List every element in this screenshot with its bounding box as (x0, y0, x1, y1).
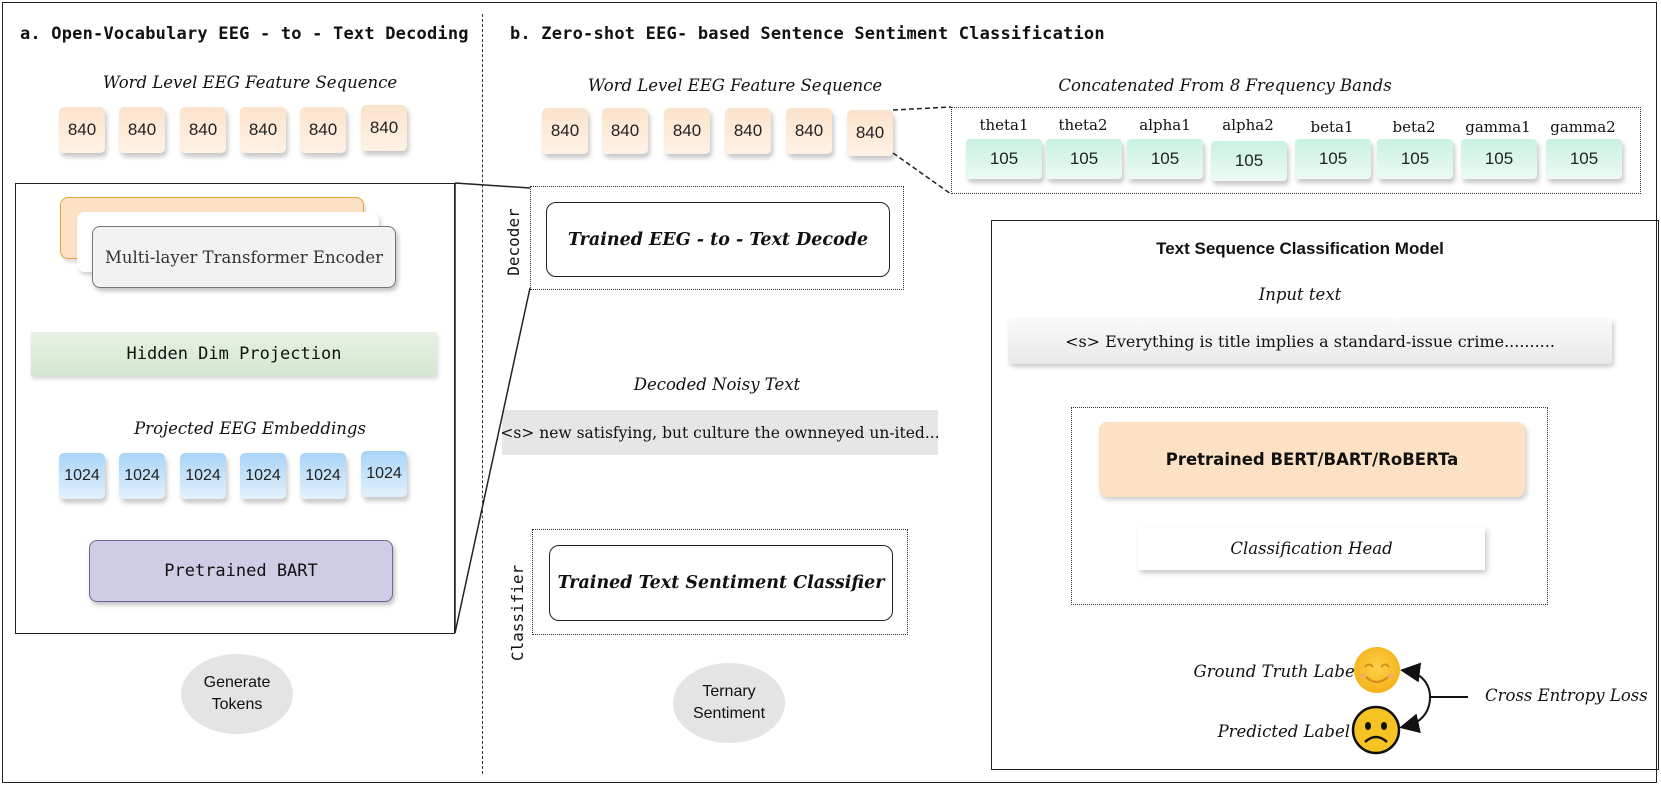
embedding-4: 1024 (240, 453, 286, 499)
band-label-alpha1: alpha1 (1139, 116, 1191, 134)
loss-label: Cross Entropy Loss (1485, 686, 1648, 705)
panel-a-title: a. Open-Vocabulary EEG - to - Text Decod… (20, 24, 469, 44)
input-label: Input text (1258, 285, 1342, 304)
embedding-label: Projected EEG Embeddings (134, 419, 366, 438)
band-alpha2: 105 (1211, 141, 1287, 181)
embedding-6: 1024 (361, 451, 407, 497)
predicted-label: Predicted Label (1217, 722, 1350, 741)
generate-tokens-output: Generate Tokens (181, 654, 293, 734)
panel-divider (482, 14, 483, 774)
panel-b-feature-3: 840 (664, 108, 710, 154)
transformer-encoder: Multi-layer Transformer Encoder (92, 226, 396, 288)
classification-head: Classification Head (1138, 527, 1485, 570)
model-title: Text Sequence Classification Model (1156, 239, 1444, 258)
pretrained-lm: Pretrained BERT/BART/RoBERTa (1099, 422, 1525, 497)
input-text: <s> Everything is title implies a standa… (1008, 318, 1612, 364)
arrow-to-predicted (1399, 696, 1431, 734)
panel-a-feature-2: 840 (119, 107, 165, 153)
panel-a-feature-1: 840 (59, 107, 105, 153)
zoom-line-bottom (454, 287, 531, 634)
panel-a-feature-label: Word Level EEG Feature Sequence (102, 73, 398, 92)
band-label-beta2: beta2 (1392, 118, 1436, 136)
loss-graphic (1351, 647, 1468, 755)
band-gamma1: 105 (1461, 139, 1537, 179)
sad-face-icon (1351, 705, 1401, 755)
panel-a-feature-5: 840 (300, 107, 346, 153)
happy-face-icon (1354, 647, 1400, 693)
panel-b-feature-6: 840 (847, 110, 893, 156)
panel-b-feature-1: 840 (542, 108, 588, 154)
panel-b-title: b. Zero-shot EEG- based Sentence Sentime… (510, 24, 1105, 44)
embedding-1: 1024 (59, 453, 105, 499)
ground-truth-label: Ground Truth Label (1193, 662, 1360, 681)
band-beta1: 105 (1295, 139, 1371, 179)
trained-classifier: Trained Text Sentiment Classifier (549, 545, 893, 621)
panel-a-feature-3: 840 (180, 107, 226, 153)
classifier-container (532, 529, 908, 635)
panel-a-feature-4: 840 (240, 107, 286, 153)
band-label-gamma2: gamma2 (1550, 118, 1616, 136)
decoder-container (530, 186, 904, 290)
model-inner-container (1071, 407, 1548, 605)
band-label-theta2: theta2 (1058, 116, 1108, 134)
zoom-line-top (454, 182, 531, 189)
decoded-label: Decoded Noisy Text (633, 375, 801, 394)
band-theta2: 105 (1046, 139, 1122, 179)
classification-model-box (991, 220, 1659, 770)
band-beta2: 105 (1377, 139, 1453, 179)
embedding-3: 1024 (180, 453, 226, 499)
bands-label: Concatenated From 8 Frequency Bands (1058, 76, 1392, 95)
band-label-beta1: beta1 (1310, 118, 1354, 136)
ternary-sentiment-output: Ternary Sentiment (673, 663, 785, 743)
panel-b-feature-5: 840 (786, 108, 832, 154)
decoded-text: <s> new satisfying, but culture the ownn… (502, 410, 938, 455)
band-link-bottom (892, 152, 952, 195)
band-alpha1: 105 (1127, 139, 1203, 179)
embedding-5: 1024 (300, 453, 346, 499)
trained-decoder: Trained EEG - to - Text Decode (546, 202, 890, 277)
panel-b-feature-label: Word Level EEG Feature Sequence (587, 76, 883, 95)
band-theta1: 105 (966, 139, 1042, 179)
bands-container (951, 107, 1641, 194)
band-gamma2: 105 (1546, 139, 1622, 179)
pretrained-bart: Pretrained BART (89, 540, 393, 602)
panel-b-feature-2: 840 (602, 108, 648, 154)
band-label-theta1: theta1 (979, 116, 1029, 134)
hidden-dim-projection: Hidden Dim Projection (31, 332, 437, 376)
band-label-gamma1: gamma1 (1465, 118, 1531, 136)
panel-a-feature-6: 840 (361, 105, 407, 151)
panel-b-feature-4: 840 (725, 108, 771, 154)
embedding-2: 1024 (119, 453, 165, 499)
arrow-to-truth (1400, 662, 1431, 698)
band-label-alpha2: alpha2 (1222, 116, 1274, 134)
band-link-top (892, 106, 952, 111)
